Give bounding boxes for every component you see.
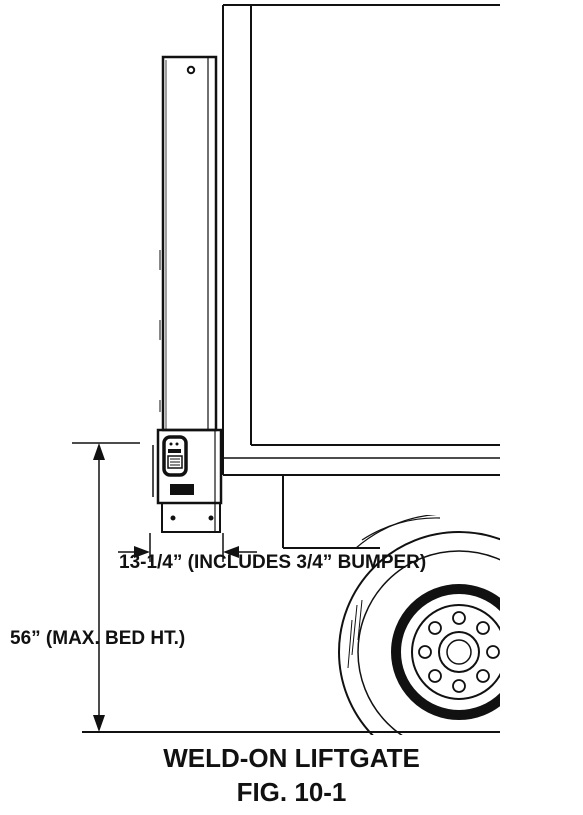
control-button-block xyxy=(170,484,194,495)
platform-hinge-hole xyxy=(186,65,196,75)
width-dimension xyxy=(118,533,257,562)
height-arrow-top xyxy=(93,443,105,460)
sub-frame xyxy=(282,475,380,549)
caption-title: WELD-ON LIFTGATE xyxy=(163,743,420,773)
lug-nuts xyxy=(418,611,500,693)
wheel-rim xyxy=(391,584,500,720)
bumper-bolt-left xyxy=(170,515,176,521)
height-dimension-label: 56” (MAX. BED HT.) xyxy=(10,628,186,649)
wheel-hub xyxy=(438,631,480,673)
height-arrow-bottom xyxy=(93,715,105,732)
rear-wheel xyxy=(338,515,500,735)
width-arrow-left xyxy=(134,546,150,558)
width-arrow-right xyxy=(223,546,239,558)
truck-body xyxy=(222,4,500,476)
control-box xyxy=(162,435,194,495)
caption-figure-number: FIG. 10-1 xyxy=(236,777,347,807)
bumper-bolt-right xyxy=(208,515,214,521)
width-dimension-label: 13-1/4” (INCLUDES 3/4” BUMPER) xyxy=(119,552,427,573)
height-dimension xyxy=(72,442,140,732)
liftgate-platform xyxy=(159,55,218,432)
liftgate-housing xyxy=(152,428,223,533)
